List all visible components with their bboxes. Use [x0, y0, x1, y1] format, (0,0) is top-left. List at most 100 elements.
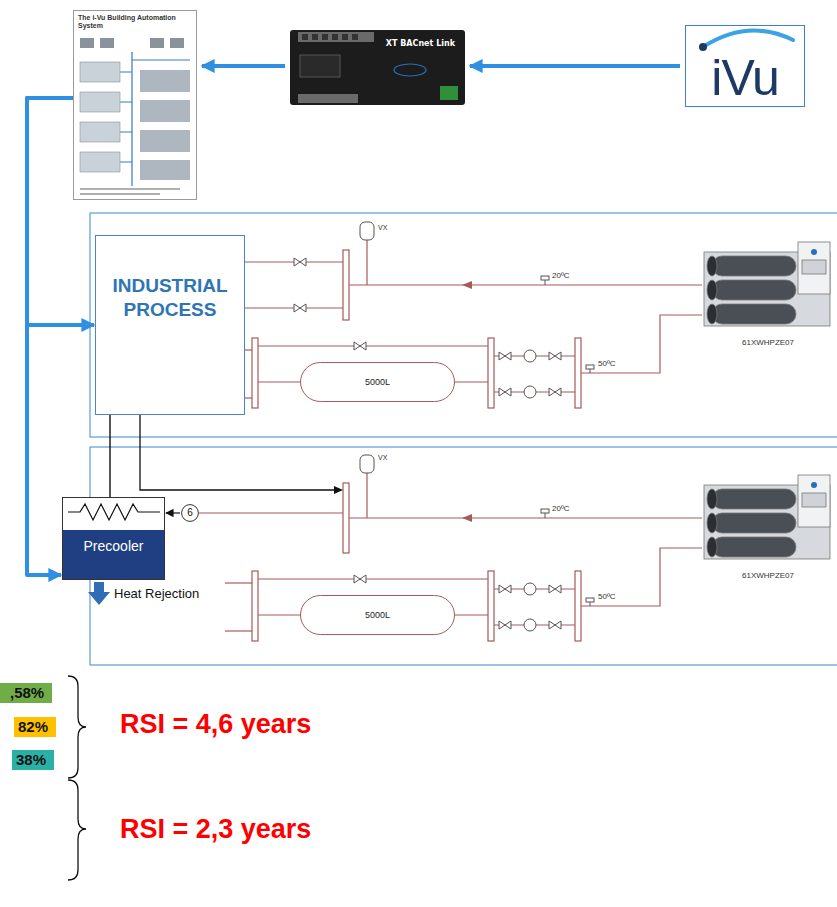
automation-poster-art — [170, 38, 184, 48]
temperature-label: 20ºC — [552, 504, 570, 514]
automation-poster-art — [150, 38, 164, 48]
connector-arrow — [27, 98, 94, 325]
router-illustration — [342, 34, 348, 40]
heat-rejection-note: Heat Rejection — [114, 586, 199, 602]
router-illustration — [302, 34, 308, 40]
temperature-label: 20ºC — [552, 271, 570, 281]
process-outlet-arrow — [140, 415, 336, 490]
automation-poster-art — [80, 122, 120, 142]
automation-poster-art — [120, 52, 190, 186]
automation-poster-art — [80, 38, 94, 48]
process-outlet-arrow — [334, 486, 343, 494]
connector-arrow — [166, 512, 180, 513]
tank-outline — [301, 363, 455, 402]
logo-text: iVu — [686, 53, 804, 103]
vessel-tag: VX — [378, 454, 387, 462]
device-label: XT BACnet Link — [290, 39, 455, 49]
payback-note: RSI = 4,6 years — [120, 708, 311, 740]
temperature-label: 50ºC — [598, 359, 616, 369]
automation-poster-art — [80, 92, 120, 112]
automation-poster-art — [140, 130, 190, 152]
connector-arrow — [202, 64, 285, 68]
ivu-logo: iVu — [685, 25, 805, 107]
panel-frame — [90, 213, 837, 665]
precooler-label: Precooler — [63, 538, 164, 555]
process-label: INDUSTRIAL PROCESS — [104, 274, 236, 322]
precooler-illustration — [68, 504, 160, 520]
buffer-tank: 5000L — [300, 595, 455, 635]
model-label: 61XWHPZE07 — [742, 338, 835, 348]
process-pipes — [225, 630, 252, 631]
automation-poster-art — [140, 70, 190, 92]
process-pipes — [245, 349, 252, 350]
automation-poster-art — [80, 152, 120, 172]
heat-rejection-arrow — [88, 582, 110, 605]
automation-poster-art — [73, 10, 197, 200]
process-pipes — [199, 512, 343, 513]
temperature-label: 50ºC — [598, 592, 616, 602]
connector-arrow — [470, 64, 680, 68]
curly-brace — [68, 676, 86, 778]
poster-title: The i-Vu Building Automation System — [78, 14, 192, 30]
heat-pump-unit: 61XWHPZE07 — [690, 469, 835, 583]
router-illustration — [312, 34, 318, 40]
logo-swoosh — [699, 43, 707, 51]
precooler-illustration — [62, 497, 165, 531]
router-illustration — [300, 55, 340, 77]
process-pipes — [245, 397, 252, 398]
automation-poster-art — [140, 160, 190, 180]
curly-brace — [68, 780, 86, 880]
heat-pump-unit: 61XWHPZE07 — [690, 236, 835, 350]
vessel-tag: VX — [378, 224, 387, 232]
tank-outline — [301, 596, 455, 635]
connector-arrow — [27, 98, 73, 575]
connector-arrow — [109, 415, 110, 497]
saving-percentage: 82% — [14, 717, 56, 737]
router-illustration — [394, 64, 426, 76]
buffer-tank: 5000L — [300, 362, 455, 402]
valve-symbol — [294, 258, 306, 266]
precooler-box: Precooler — [62, 497, 165, 580]
logo-swoosh — [699, 31, 793, 51]
valve-symbol — [294, 258, 306, 312]
valve-symbol — [294, 304, 306, 312]
saving-percentage: 38% — [12, 750, 54, 770]
router-illustration — [298, 94, 358, 103]
circle-outline — [182, 505, 199, 522]
saving-percentage: ,58% — [0, 683, 52, 703]
automation-poster-art — [140, 100, 190, 122]
precooler-illustration — [62, 497, 165, 580]
automation-poster-art — [80, 193, 160, 195]
router-illustration — [332, 34, 338, 40]
payback-note: RSI = 2,3 years — [120, 813, 311, 845]
automation-poster-art — [73, 10, 197, 200]
tank-label: 5000L — [365, 611, 390, 620]
router-illustration — [322, 34, 328, 40]
callout-circle: 6 — [181, 504, 199, 522]
logo-swoosh — [703, 31, 793, 47]
callout-number: 6 — [187, 508, 193, 518]
panel-frame — [90, 447, 837, 665]
panel-frame — [90, 213, 837, 437]
automation-poster-art — [100, 38, 114, 48]
router-illustration — [440, 86, 458, 100]
process-box: INDUSTRIAL PROCESS — [95, 235, 245, 415]
router-illustration — [352, 34, 358, 40]
bacnet-router: XT BACnet Link — [290, 30, 465, 105]
precooler-illustration — [62, 530, 165, 580]
router-illustration — [298, 32, 374, 42]
hydraulic-loop — [252, 455, 830, 641]
router-illustration — [290, 30, 465, 105]
curly-brace — [68, 676, 86, 880]
model-label: 61XWHPZE07 — [742, 571, 835, 581]
hydraulic-loop — [252, 222, 830, 408]
router-illustration — [290, 30, 465, 105]
automation-poster-art — [80, 62, 120, 82]
process-outlet-arrow — [140, 415, 343, 494]
automation-poster-art — [80, 188, 180, 190]
tank-label: 5000L — [365, 378, 390, 387]
process-pipes — [225, 582, 252, 583]
